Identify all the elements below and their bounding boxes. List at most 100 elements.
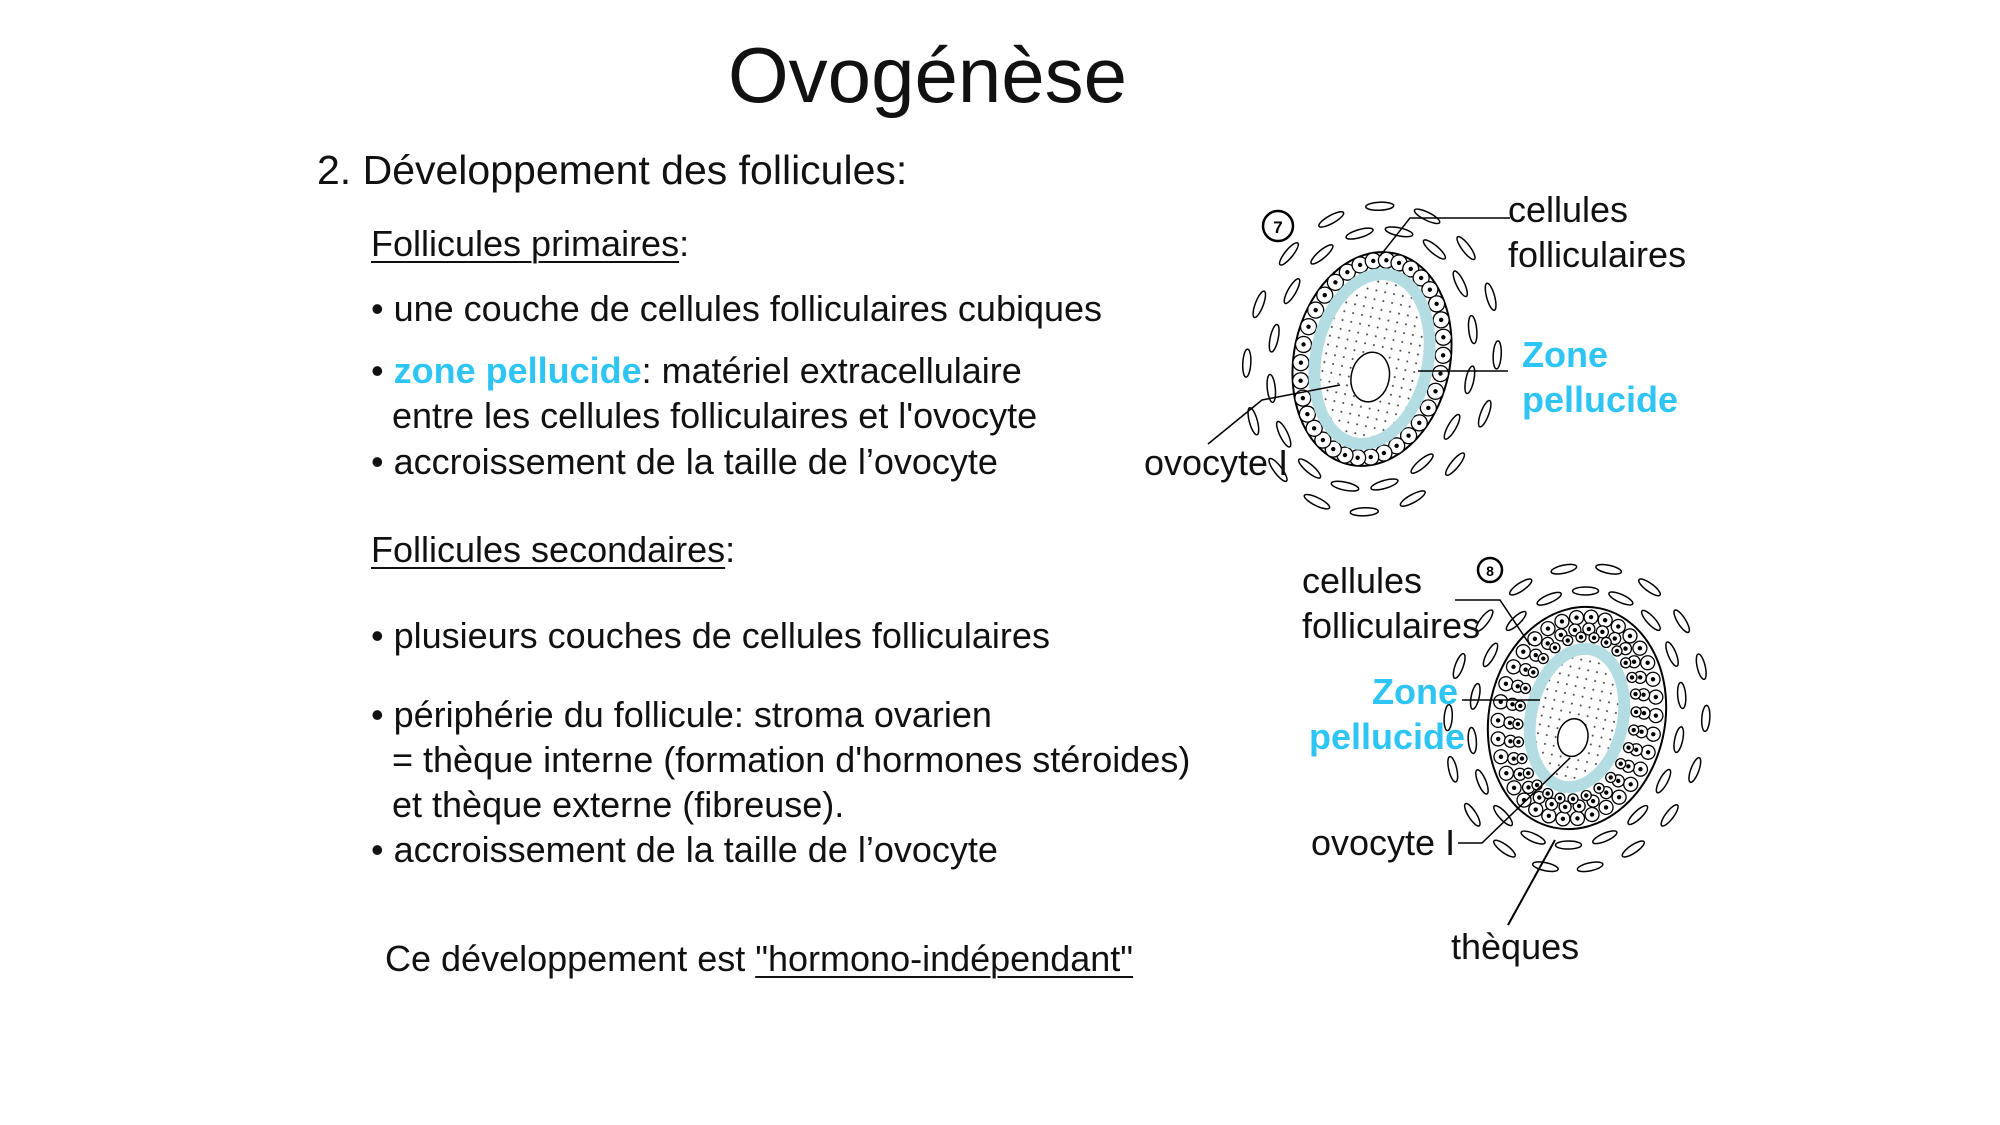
stroma-cell bbox=[1268, 457, 1288, 483]
stroma-cell bbox=[1443, 413, 1461, 440]
cell-nucleus bbox=[1298, 360, 1304, 365]
stroma-cell bbox=[1492, 340, 1503, 370]
cell-nucleus bbox=[1495, 736, 1501, 742]
stroma-cell bbox=[1463, 802, 1481, 827]
cell-nucleus bbox=[1526, 770, 1531, 776]
stroma-cell bbox=[1475, 609, 1494, 633]
stroma-cell bbox=[1665, 641, 1679, 667]
cell-nucleus bbox=[1305, 411, 1310, 417]
cell-nucleus bbox=[1641, 692, 1646, 697]
cell-nucleus bbox=[1504, 771, 1509, 776]
stroma-cell bbox=[1467, 726, 1478, 755]
cell-nucleus bbox=[1331, 446, 1336, 452]
cell-nucleus bbox=[1562, 804, 1568, 810]
stroma-cell bbox=[1700, 704, 1711, 733]
stroma-cell bbox=[1520, 830, 1546, 845]
cell-nucleus bbox=[1433, 389, 1438, 394]
cell-nucleus bbox=[1311, 426, 1317, 431]
stroma-cell bbox=[1508, 578, 1533, 596]
stroma-cell bbox=[1297, 458, 1322, 479]
cell-nucleus bbox=[1612, 636, 1617, 641]
cell-nucleus bbox=[1333, 280, 1338, 285]
stroma-cell bbox=[1452, 270, 1469, 298]
cell-nucleus bbox=[1627, 633, 1633, 639]
colon: : bbox=[725, 529, 736, 570]
number-circle bbox=[1476, 556, 1504, 584]
stroma-cell bbox=[1492, 839, 1516, 858]
cell-nucleus bbox=[1633, 691, 1638, 697]
d2-label-zone-1: Zone bbox=[1372, 671, 1458, 712]
stroma-cell bbox=[1673, 609, 1691, 634]
cell-nucleus bbox=[1531, 670, 1536, 675]
stroma-cells bbox=[1241, 201, 1503, 517]
cell-nucleus bbox=[1653, 694, 1659, 700]
primary-heading: Follicules primaires: bbox=[371, 226, 689, 262]
cell-nucleus bbox=[1586, 626, 1592, 632]
stroma-cell bbox=[1252, 290, 1267, 319]
cell-nucleus bbox=[1517, 772, 1523, 777]
secondary-heading: Follicules secondaires: bbox=[371, 532, 735, 568]
diagram-number: 8 bbox=[1486, 563, 1494, 579]
page-title: Ovogénèse bbox=[728, 31, 1127, 119]
cell-nucleus bbox=[1511, 756, 1516, 761]
cell-nucleus bbox=[1508, 739, 1513, 744]
secondary-bullet-1: • plusieurs couches de cellules follicul… bbox=[371, 615, 1050, 656]
cell-nucleus bbox=[1368, 454, 1373, 460]
cell-nucleus bbox=[1298, 378, 1303, 383]
cell-nucleus bbox=[1426, 405, 1431, 411]
d2-label-cells-1: cellules bbox=[1302, 560, 1423, 601]
cell-nucleus bbox=[1631, 659, 1637, 664]
stroma-cell bbox=[1505, 610, 1527, 632]
stroma-cell bbox=[1413, 208, 1441, 225]
conclusion-underlined: "hormono-indépendant" bbox=[755, 938, 1134, 979]
bullet: • bbox=[371, 350, 394, 391]
cell-nucleus bbox=[1618, 761, 1623, 766]
secondary-bullet-2: • périphérie du follicule: stroma ovarie… bbox=[371, 694, 992, 735]
highlight-term: zone pellucide bbox=[393, 350, 642, 391]
cell-nucleus bbox=[1534, 782, 1540, 788]
cell-nucleus bbox=[1342, 452, 1348, 458]
primary-bullet-2-cont: entre les cellules folliculaires et l'ov… bbox=[392, 395, 1038, 436]
d1-label-cells-1: cellules bbox=[1508, 189, 1629, 230]
d2-label-oocyte: ovocyte I bbox=[1311, 822, 1456, 863]
cell-nucleus bbox=[1639, 729, 1644, 734]
cell-nucleus bbox=[1608, 775, 1613, 780]
cell-nucleus bbox=[1604, 790, 1609, 795]
cell-nucleus bbox=[1557, 796, 1563, 801]
stroma-cell bbox=[1640, 609, 1661, 632]
stroma-cell bbox=[1676, 681, 1687, 710]
cell-nucleus bbox=[1518, 703, 1523, 709]
cell-nucleus bbox=[1638, 675, 1643, 680]
cell-nucleus bbox=[1371, 258, 1376, 264]
cell-nucleus bbox=[1596, 786, 1602, 791]
cell-nucleus bbox=[1572, 627, 1578, 633]
cell-nucleus bbox=[1523, 667, 1528, 672]
stroma-cell bbox=[1638, 578, 1662, 597]
d2-label-cells-2: folliculaires bbox=[1302, 605, 1481, 646]
stroma-cell bbox=[1673, 726, 1685, 754]
cell-nucleus bbox=[1320, 437, 1326, 443]
cell-nucleus bbox=[1570, 796, 1576, 802]
stroma-cell bbox=[1452, 652, 1466, 680]
stroma-cell bbox=[1310, 244, 1334, 265]
cell-nucleus bbox=[1578, 634, 1584, 640]
stroma-cell bbox=[1410, 453, 1434, 474]
stroma-cell bbox=[1318, 211, 1345, 228]
section-heading: 2. Développement des follicules: bbox=[317, 147, 908, 193]
cell-nucleus bbox=[1516, 739, 1521, 745]
stroma-cell bbox=[1484, 282, 1497, 312]
stroma-cell bbox=[1695, 653, 1707, 681]
cell-nucleus bbox=[1313, 307, 1318, 313]
cell-nucleus bbox=[1552, 645, 1558, 650]
stroma-cell bbox=[1278, 241, 1300, 266]
stroma-cell bbox=[1655, 768, 1672, 794]
cell-nucleus bbox=[1574, 615, 1579, 620]
cell-nucleus bbox=[1300, 395, 1306, 401]
stroma-cell bbox=[1482, 642, 1499, 668]
stroma-cell bbox=[1447, 755, 1459, 783]
stroma-cell bbox=[1283, 278, 1301, 305]
secondary-bullet-3: • accroissement de la taille de l’ovocyt… bbox=[371, 829, 998, 870]
cell-nucleus bbox=[1629, 675, 1635, 680]
stroma-cell bbox=[1443, 703, 1454, 732]
